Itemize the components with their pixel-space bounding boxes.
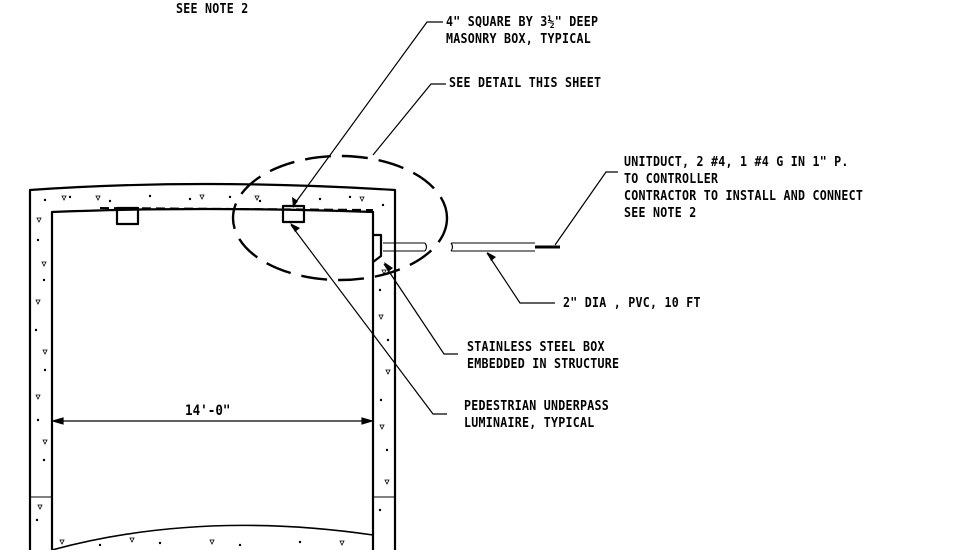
dimension-line	[50, 417, 375, 425]
leader-pvc	[486, 252, 555, 304]
leader-masonry-box	[292, 21, 443, 207]
note-unitduct: UNITDUCT, 2 #4, 1 #4 G IN 1" P. TO CONTR…	[624, 154, 864, 221]
leader-stainless	[383, 263, 458, 355]
masonry-box-left	[115, 206, 140, 226]
concrete-hatch	[34, 194, 391, 547]
leader-see-detail	[372, 83, 446, 156]
note-see-detail: SEE DETAIL THIS SHEET	[449, 75, 602, 91]
note-pvc: 2" DIA , PVC, 10 FT	[563, 295, 701, 311]
leader-unitduct	[554, 171, 618, 246]
floor-slab	[51, 524, 374, 550]
structure-inner-opening	[50, 207, 375, 550]
note-luminaire: PEDESTRIAN UNDERPASS LUMINAIRE, TYPICAL	[464, 398, 609, 431]
detail-callout-ellipse	[231, 154, 449, 282]
stainless-steel-box	[371, 233, 383, 264]
structure-outer-wall	[28, 182, 397, 550]
leader-luminaire	[290, 224, 447, 415]
leader-arrows	[290, 197, 496, 272]
conduit-dashed	[99, 207, 374, 211]
dimension-label: 14'-0"	[185, 403, 231, 419]
note-see-note-2-top: SEE NOTE 2	[176, 1, 249, 17]
pvc-conduit	[383, 242, 535, 252]
note-stainless-box: STAINLESS STEEL BOX EMBEDDED IN STRUCTUR…	[467, 339, 620, 372]
leader-lines	[290, 21, 618, 415]
note-masonry-box: 4" SQUARE BY 3½" DEEP MASONRY BOX, TYPIC…	[446, 14, 599, 47]
